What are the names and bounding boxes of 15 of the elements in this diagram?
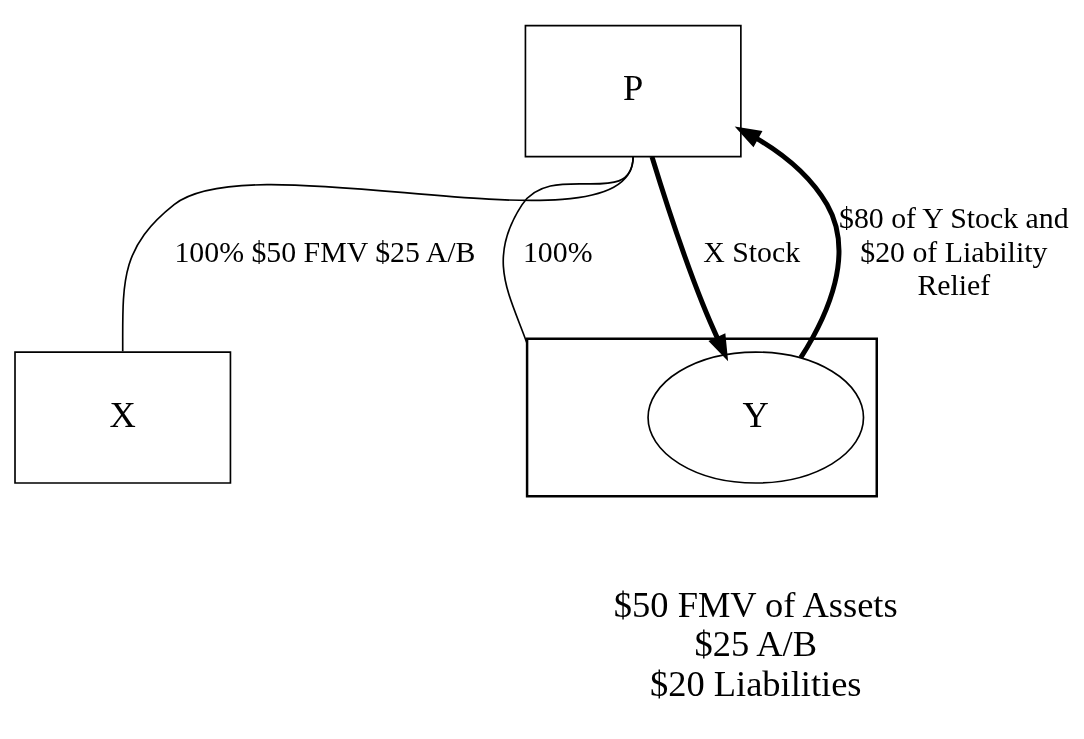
arrow [734, 126, 842, 359]
connector [502, 155, 634, 345]
node-box: X [14, 351, 232, 484]
edge-label: 100% $50 FMV $25 A/B [174, 234, 476, 268]
node-label: $50 FMV of Assets [613, 584, 898, 625]
node-label: $25 A/B [694, 624, 818, 665]
arrow [649, 156, 729, 362]
edge-label: X Stock [703, 234, 801, 268]
edge-label: 100% [522, 234, 593, 268]
connector [121, 155, 634, 353]
edge-label: $80 of Y Stock and $20 of Liability Relief [839, 201, 1069, 301]
node-label: $20 Liabilities [650, 664, 862, 705]
node-ellipse: Y [647, 351, 865, 484]
node-box: P [524, 24, 742, 158]
cluster [525, 337, 878, 498]
